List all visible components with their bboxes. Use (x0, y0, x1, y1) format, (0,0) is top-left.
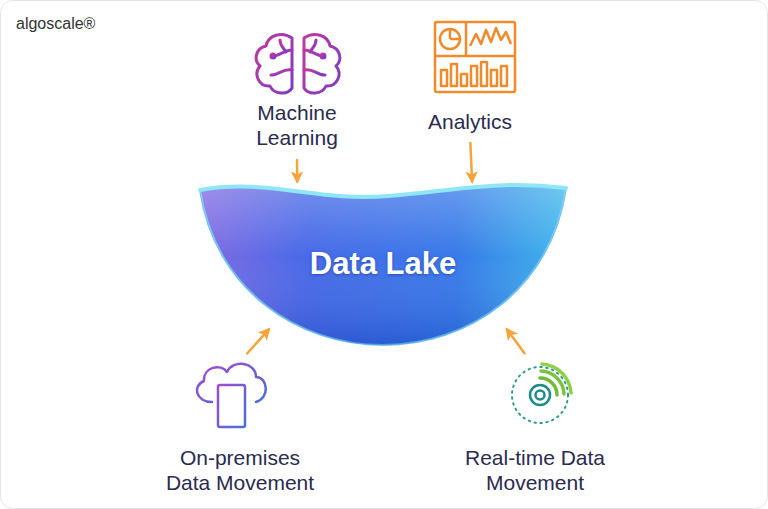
brain-icon (256, 35, 340, 94)
radar-icon (512, 364, 571, 423)
node-label: On-premises Data Movement (161, 445, 319, 495)
flow-arrow (247, 329, 269, 353)
lake-body (200, 185, 566, 345)
flow-arrow (470, 143, 472, 181)
lake-rim (200, 185, 566, 197)
node-label: Real-time Data Movement (456, 445, 614, 495)
lake-shade (200, 185, 566, 345)
flow-arrow (507, 329, 524, 353)
node-label: Analytics (428, 109, 512, 134)
icon-node: Machine Learning (232, 28, 362, 150)
lake-title: Data Lake (310, 246, 456, 282)
analytics-icon (435, 22, 515, 92)
logo-text: algoscale® (16, 14, 95, 34)
icon-node: Real-time Data Movement (456, 358, 614, 495)
icon-node: On-premises Data Movement (161, 358, 319, 495)
node-label: Machine Learning (232, 100, 362, 150)
cloud-document-icon (197, 364, 266, 427)
icon-node: Analytics (400, 18, 540, 134)
lake-node: Data Lake (198, 180, 568, 348)
flow-arrow (296, 160, 299, 181)
